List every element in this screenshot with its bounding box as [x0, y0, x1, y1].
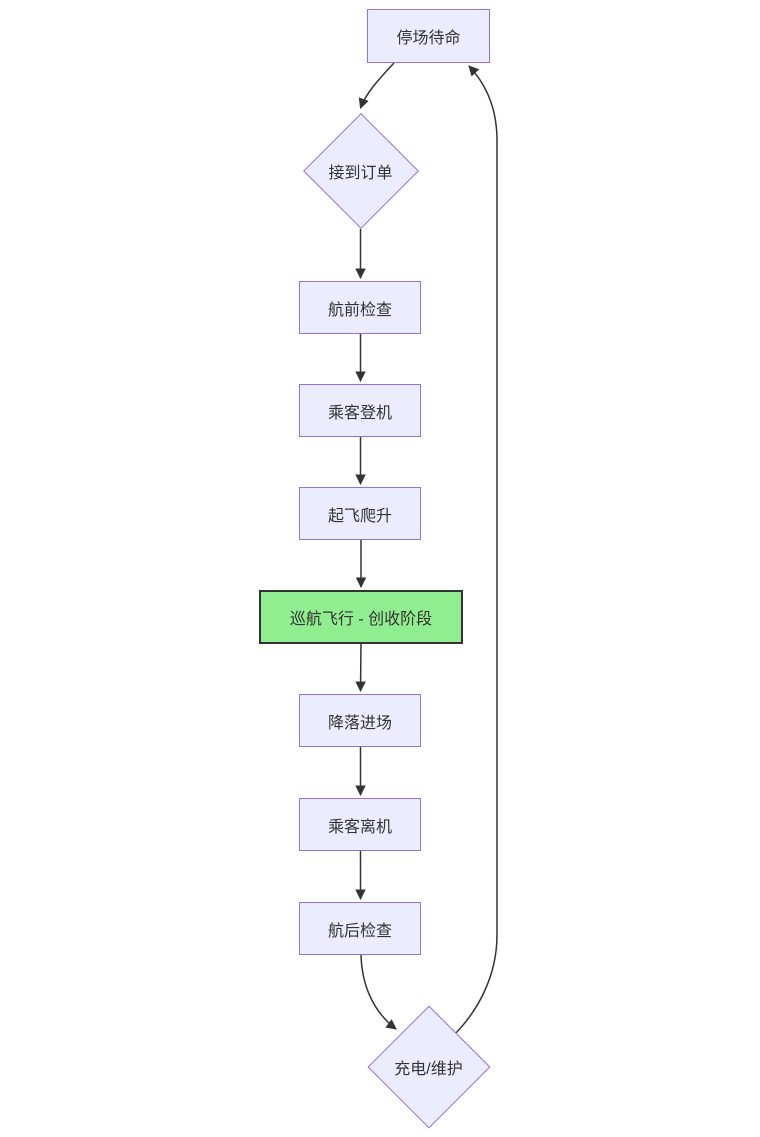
node-takeoff-climb[interactable]: 起飞爬升: [299, 487, 421, 540]
node-deplane-label: 乘客离机: [327, 818, 392, 836]
node-charging-maintenance[interactable]: 充电/维护: [366, 1004, 491, 1129]
node-postflight-label: 航后检查: [327, 922, 392, 940]
edge-maintenance-to-standby: [455, 65, 498, 1034]
edge-cruise-to-landing: [355, 643, 366, 693]
node-landing-label: 降落进场: [327, 714, 392, 732]
node-passenger-boarding[interactable]: 乘客登机: [299, 384, 421, 437]
node-preflight-check[interactable]: 航前检查: [299, 281, 421, 334]
node-passenger-deplaning[interactable]: 乘客离机: [299, 798, 421, 851]
node-takeoff-label: 起飞爬升: [327, 507, 392, 525]
node-standby[interactable]: 停场待命: [367, 9, 490, 63]
edge-postflight-to-maintenance: [360, 954, 397, 1030]
edge-standby-to-order: [358, 62, 395, 109]
node-postflight-check[interactable]: 航后检查: [299, 902, 421, 955]
node-order-label: 接到订单: [328, 164, 393, 182]
node-landing-approach[interactable]: 降落进场: [299, 694, 421, 747]
node-cruise-revenue[interactable]: 巡航飞行 - 创收阶段: [259, 590, 463, 644]
node-cruise-label: 巡航飞行 - 创收阶段: [289, 611, 433, 628]
node-order-received[interactable]: 接到订单: [302, 112, 419, 229]
node-preflight-label: 航前检查: [327, 301, 392, 319]
node-maintenance-label: 充电/维护: [394, 1060, 463, 1078]
node-boarding-label: 乘客登机: [327, 404, 392, 422]
node-standby-label: 停场待命: [396, 30, 461, 47]
